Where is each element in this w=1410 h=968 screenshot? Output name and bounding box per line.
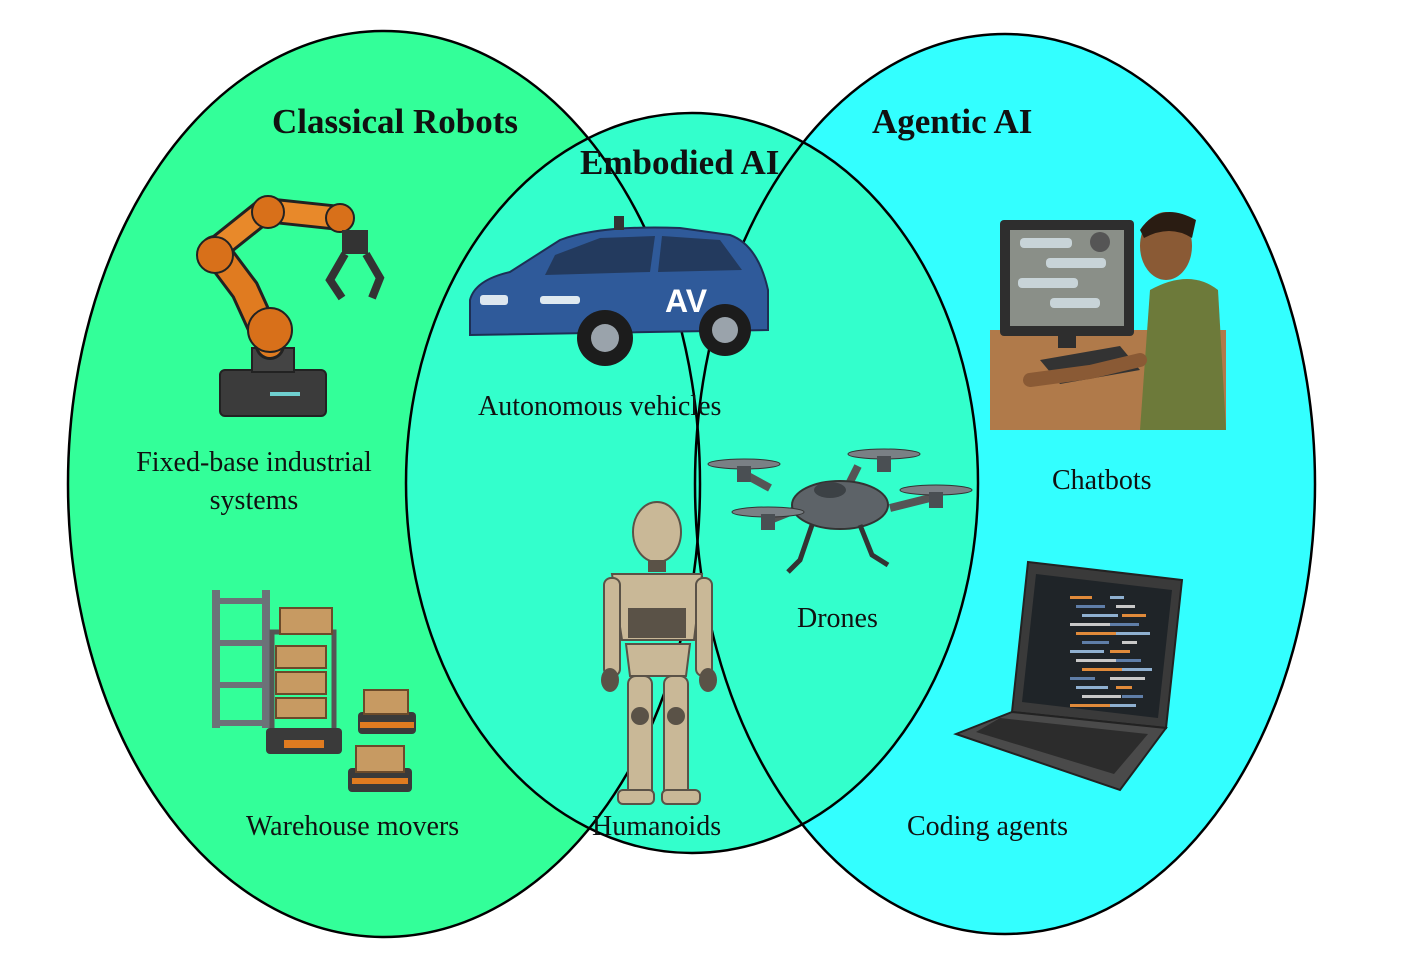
- embodied-ai-title: Embodied AI: [580, 143, 780, 182]
- classical-robots-title: Classical Robots: [272, 102, 518, 141]
- item-fixed-base-industrial-systems: Fixed-base industrial systems: [136, 447, 372, 516]
- embodied-ai-outline: [404, 111, 980, 855]
- item-coding-agents: Coding agents: [907, 811, 1068, 842]
- item-warehouse-movers: Warehouse movers: [246, 811, 460, 842]
- agentic-ai-title: Agentic AI: [872, 102, 1033, 141]
- embodied-ai-ellipse: [406, 113, 978, 853]
- car-icon: AV: [469, 216, 769, 366]
- classical-robots-outline: [66, 29, 702, 939]
- drone-icon: [707, 448, 973, 574]
- warehouse-rack-icon: [212, 590, 416, 792]
- person-at-computer-icon: [990, 212, 1226, 430]
- item-chatbots: Chatbots: [1052, 465, 1152, 496]
- humanoid-robot-icon: [601, 501, 717, 805]
- item-humanoids: Humanoids: [592, 811, 722, 842]
- item-autonomous-vehicles: Autonomous vehicles: [478, 391, 722, 422]
- agentic-ai-outline: [693, 32, 1317, 936]
- item-drones: Drones: [797, 603, 878, 634]
- car-badge-text: AV: [665, 283, 708, 319]
- laptop-code-icon: [953, 560, 1184, 792]
- robot-arm-icon: [196, 195, 385, 417]
